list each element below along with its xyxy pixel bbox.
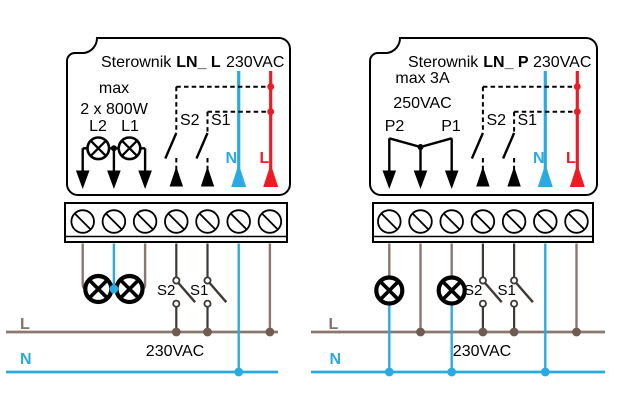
- switch-blade-icon: [208, 281, 228, 303]
- junction-dot: [573, 83, 581, 91]
- right-output-p2-label: P2: [384, 117, 405, 135]
- left-title-prefix: Sterownik: [101, 53, 172, 71]
- junction-dot: [509, 327, 519, 337]
- right-top-voltage: 230VAC: [533, 53, 592, 71]
- down-arrow-icon: [107, 170, 121, 189]
- switch-blade-icon: [177, 281, 197, 303]
- left-output-l2-label: L2: [89, 117, 107, 135]
- up-arrow-icon: [507, 166, 521, 187]
- right-output-symbols: [382, 137, 459, 189]
- right-model-name: LN_ P: [483, 53, 529, 71]
- right-bus-neutral-label: N: [329, 350, 342, 368]
- junction-dot: [384, 367, 394, 377]
- left-lamp-output-symbols: [75, 136, 152, 189]
- screw-terminals: [377, 209, 589, 234]
- left-model-name: LN_ L: [176, 53, 221, 71]
- left-output-l1-label: L1: [121, 117, 139, 135]
- junction-dot: [540, 367, 550, 377]
- left-top-voltage: 230VAC: [226, 53, 285, 71]
- junction-dot: [267, 83, 275, 91]
- left-wall-s2-label: S2: [157, 281, 176, 299]
- right-live-label: L: [566, 149, 576, 167]
- right-wall-s2-label: S2: [464, 281, 483, 299]
- right-neutral-label: N: [533, 149, 545, 167]
- wall-switch-s1: [510, 243, 534, 332]
- junction-dot: [447, 367, 457, 377]
- up-arrow-icon: [263, 164, 279, 187]
- left-bus-voltage: 230VAC: [145, 342, 205, 360]
- left-wall-s1-label: S1: [190, 281, 209, 299]
- junction-dot: [109, 284, 119, 294]
- up-arrow-icon: [569, 164, 585, 187]
- left-live-label: L: [259, 149, 270, 167]
- right-switch-inputs: [470, 83, 581, 187]
- left-switch-inputs: [164, 83, 275, 187]
- down-arrow-icon: [413, 170, 428, 189]
- up-arrow-icon: [476, 166, 490, 187]
- junction-dot: [171, 327, 181, 337]
- switch-blade-icon: [195, 132, 209, 159]
- junction-dot: [416, 327, 425, 337]
- wall-switch-s1: [203, 243, 228, 332]
- junction-dot: [203, 327, 212, 337]
- down-arrow-icon: [444, 170, 459, 189]
- junction-dot: [573, 108, 581, 116]
- down-arrow-icon: [138, 170, 152, 189]
- right-controller-box-outline: [369, 37, 598, 196]
- left-rating-line2: 2 x 800W: [80, 101, 148, 118]
- wall-switch-s2: [478, 243, 503, 332]
- switch-blade-icon: [483, 281, 503, 303]
- right-terminal-block: [372, 202, 594, 243]
- right-inbox-s1-label: S1: [517, 112, 538, 129]
- switch-blade-icon: [501, 132, 516, 159]
- junction-dot: [265, 327, 275, 337]
- switch-blade-icon: [514, 281, 534, 303]
- right-title-prefix: Sterownik: [408, 53, 479, 71]
- down-arrow-icon: [382, 170, 397, 189]
- right-inbox-s2-label: S2: [486, 112, 507, 129]
- right-rating-line2: 250VAC: [393, 95, 452, 112]
- right-rating-line1: max 3A: [395, 69, 450, 87]
- up-arrow-icon: [169, 166, 183, 187]
- right-module-title: Sterownik LN_ P: [408, 53, 529, 71]
- junction-dot: [572, 327, 581, 337]
- junction-dot: [110, 145, 117, 152]
- up-arrow-icon: [231, 164, 247, 187]
- left-neutral-label: N: [225, 149, 238, 167]
- left-bus-neutral-label: N: [20, 350, 32, 368]
- down-arrow-icon: [75, 170, 90, 189]
- left-module-title: Sterownik LN_ L: [101, 53, 221, 71]
- left-module-graphics: [6, 37, 291, 377]
- left-terminal-block: [64, 202, 288, 243]
- switch-blade-icon: [470, 132, 485, 159]
- junction-dot: [234, 367, 244, 377]
- junction-dot: [478, 327, 488, 337]
- right-output-p1-label: P1: [441, 117, 461, 135]
- switch-blade-icon: [164, 132, 178, 159]
- left-rating-line1: max: [98, 79, 130, 97]
- left-bus-live-label: L: [20, 316, 30, 333]
- junction-dot: [267, 108, 275, 116]
- wall-switch-s2: [172, 243, 197, 332]
- up-arrow-icon: [200, 166, 215, 187]
- right-field-wiring: [374, 243, 581, 377]
- junction-dot: [417, 144, 424, 150]
- right-bus-live-label: L: [328, 316, 339, 333]
- right-wall-s1-label: S1: [497, 281, 516, 299]
- left-inbox-s2-label: S2: [180, 112, 200, 129]
- right-module-graphics: [311, 37, 605, 377]
- up-arrow-icon: [537, 164, 553, 187]
- screw-terminals: [70, 209, 283, 234]
- right-bus-voltage: 230VAC: [452, 342, 512, 360]
- right-supply-lines: [537, 71, 585, 187]
- left-field-wiring: [81, 243, 275, 377]
- left-inbox-s1-label: S1: [211, 112, 231, 129]
